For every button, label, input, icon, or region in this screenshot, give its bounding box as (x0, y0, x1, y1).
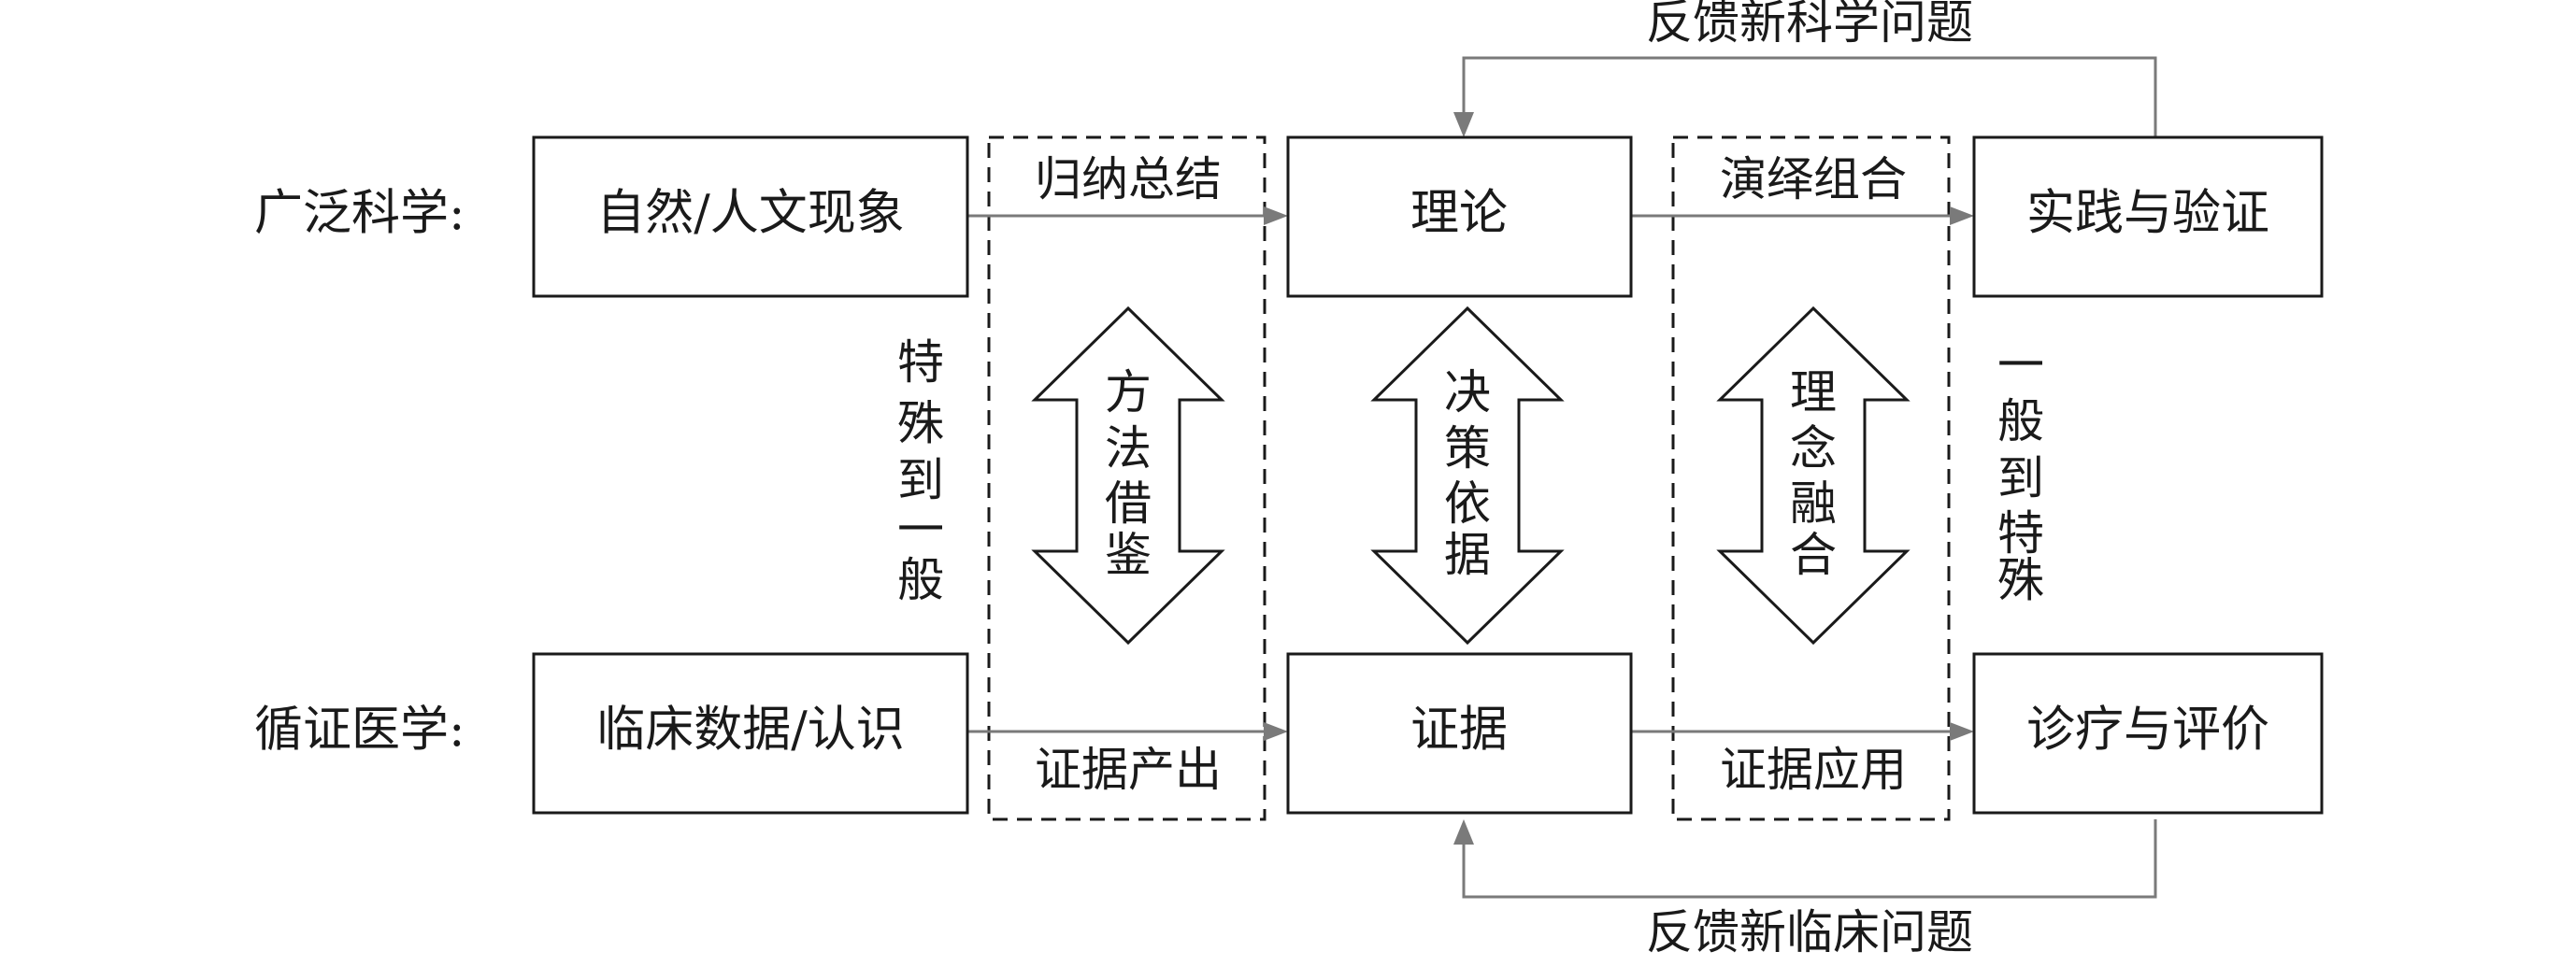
edge-label-evidence-production: 证据产出 (1035, 743, 1222, 797)
induction-arrowhead (1264, 206, 1288, 225)
edge-label-evidence-application: 证据应用 (1720, 743, 1907, 797)
box-diagnosis-evaluation (1972, 652, 2324, 815)
vchar: 决 (1444, 365, 1491, 419)
vchar: 理 (1790, 365, 1837, 419)
box-clinical-data-label: 临床数据/认识 (596, 703, 905, 759)
vchar: 方 (1105, 365, 1152, 419)
vchar: 一 (897, 503, 944, 557)
vchar: 合 (1790, 528, 1837, 582)
double-arrow-concept (1716, 305, 1911, 646)
box-theory-label: 理论 (1410, 186, 1508, 242)
vchar: 策 (1444, 421, 1491, 476)
vchar: 般 (1997, 394, 2044, 448)
dashed-region-method (987, 135, 1267, 821)
vchar: 到 (897, 453, 944, 507)
row-label-evidence-medicine: 循证医学: (254, 703, 465, 759)
vertical-label-concept-fusion: 理 念 融 合 (1790, 365, 1837, 582)
vchar: 鉴 (1105, 528, 1152, 582)
box-theory (1286, 135, 1633, 298)
feedback-science-arrowhead (1453, 112, 1474, 137)
edge-label-induction: 归纳总结 (1035, 152, 1222, 206)
box-natural-phenomena (532, 135, 969, 298)
box-evidence-label: 证据 (1410, 703, 1508, 759)
deduction-arrowhead (1950, 206, 1974, 225)
feedback-clinical-line (1462, 819, 2157, 899)
vchar: 一 (1997, 338, 2044, 392)
vchar: 到 (1997, 451, 2044, 505)
vchar: 法 (1105, 421, 1152, 476)
vchar: 般 (897, 553, 944, 607)
vchar: 殊 (1997, 553, 2044, 607)
vchar: 借 (1105, 476, 1152, 531)
vchar: 殊 (897, 396, 944, 450)
vchar: 念 (1790, 421, 1837, 476)
vchar: 据 (1444, 528, 1491, 582)
vchar: 融 (1790, 476, 1837, 531)
row-label-broad-science: 广泛科学: (254, 186, 465, 242)
vchar: 依 (1444, 476, 1491, 531)
feedback-clinical-arrowhead (1453, 819, 1474, 845)
vertical-label-decision-basis: 决 策 依 据 (1444, 365, 1491, 582)
vertical-label-specific-to-general: 特 殊 到 一 般 (897, 335, 944, 607)
vchar: 特 (1997, 506, 2044, 561)
vchar: 特 (897, 335, 944, 390)
box-natural-phenomena-label: 自然/人文现象 (596, 186, 905, 242)
evidence-production-arrowhead (1264, 722, 1288, 741)
box-clinical-data (532, 652, 969, 815)
box-practice-verification (1972, 135, 2324, 298)
box-diagnosis-evaluation-label: 诊疗与评价 (2026, 703, 2269, 759)
feedback-science-line (1462, 56, 2157, 137)
edge-label-deduction: 演绎组合 (1720, 152, 1907, 206)
evidence-application-arrowhead (1950, 722, 1974, 741)
box-practice-verification-label: 实践与验证 (2026, 186, 2269, 242)
vertical-label-general-to-specific: 一 般 到 特 殊 (1997, 338, 2044, 607)
double-arrow-method (1031, 305, 1225, 646)
edge-label-feedback-clinical: 反馈新临床问题 (1646, 905, 1973, 959)
double-arrow-decision (1370, 305, 1565, 646)
box-evidence (1286, 652, 1633, 815)
dashed-region-concept (1671, 135, 1951, 821)
edge-label-feedback-science: 反馈新科学问题 (1646, 0, 1973, 50)
vertical-label-method-borrowing: 方 法 借 鉴 (1105, 365, 1152, 582)
